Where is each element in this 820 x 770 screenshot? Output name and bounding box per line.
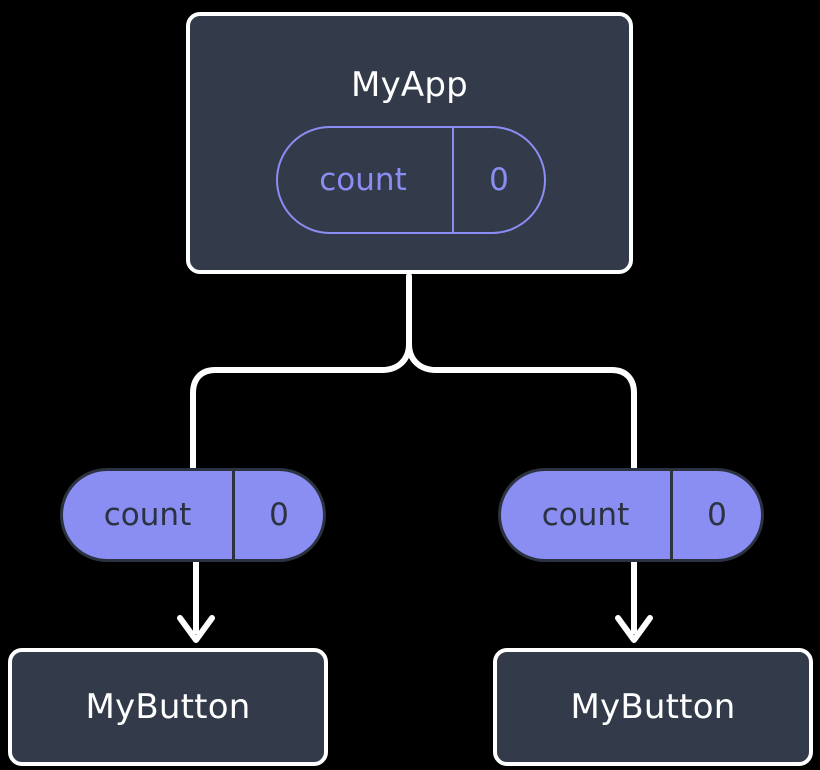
props-pill-right-count[interactable]: count 0 — [498, 468, 764, 562]
edge-props-arrow-left-head — [177, 615, 215, 643]
props-pill-value: 0 — [269, 496, 289, 533]
state-pill-value: 0 — [489, 161, 509, 198]
component-label-myapp: MyApp — [351, 65, 468, 105]
props-pill-left-count[interactable]: count 0 — [60, 468, 326, 562]
component-node-mybutton-right[interactable]: MyButton — [493, 648, 813, 766]
props-pill-value: 0 — [707, 496, 727, 533]
state-pill-name: count — [278, 128, 454, 232]
component-label-mybutton-left: MyButton — [85, 687, 251, 727]
props-pill-name: count — [63, 471, 235, 559]
state-pill-myapp-count[interactable]: count 0 — [276, 126, 546, 234]
props-pill-name: count — [501, 471, 673, 559]
edge-props-arrow-right-head — [615, 615, 653, 643]
component-label-mybutton-right: MyButton — [570, 687, 736, 727]
component-node-mybutton-left[interactable]: MyButton — [8, 648, 328, 766]
edge-parent-to-children — [406, 273, 637, 471]
edge-parent-to-child-left — [190, 341, 412, 471]
